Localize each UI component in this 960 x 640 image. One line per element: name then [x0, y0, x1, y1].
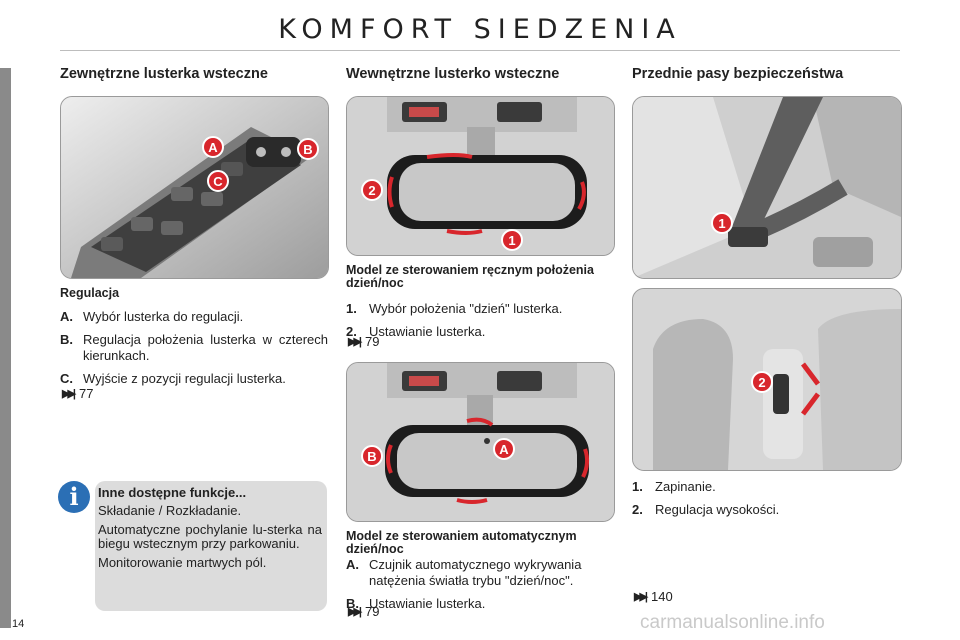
callout-1: 1	[711, 212, 733, 234]
svg-text:2: 2	[368, 183, 375, 198]
list-item: 2. Regulacja wysokości.	[632, 502, 780, 517]
svg-text:1: 1	[508, 233, 515, 248]
callout-b: B	[361, 445, 383, 467]
info-box: Inne dostępne funkcje... Składanie / Roz…	[95, 481, 327, 611]
list-item: B. Regulacja położenia lusterka w cztere…	[60, 332, 328, 363]
manual-mirror-list: 1. Wybór położenia "dzień" lusterka. 2. …	[346, 301, 616, 347]
manual-model-subheading: Model ze sterowaniem ręcznym położenia d…	[346, 263, 594, 290]
go-to-page-icon: ▶▶|	[62, 388, 76, 400]
exterior-mirrors-heading: Zewnętrzne lusterka wsteczne	[60, 66, 268, 82]
callout-c: C	[207, 170, 229, 192]
adjustment-subheading: Regulacja	[60, 286, 120, 300]
list-item: 1. Wybór położenia "dzień" lusterka.	[346, 301, 563, 316]
info-line: Składanie / Rozkładanie.	[98, 503, 242, 518]
auto-mirror-list: A. Czujnik automatycznego wykrywania nat…	[346, 557, 616, 619]
interior-mirror-heading: Wewnętrzne lusterko wsteczne	[346, 66, 560, 82]
interior-mirror-section: Wewnętrzne lusterko wsteczne	[346, 66, 616, 82]
auto-mirror-photo: B A	[346, 362, 615, 522]
go-to-page-icon: ▶▶|	[634, 591, 648, 603]
page-reference-link[interactable]: ▶▶| 79	[348, 334, 380, 349]
info-line: Automatyczne pochylanie lu-sterka na bie…	[98, 522, 322, 551]
seat-belts-section: Przednie pasy bezpieczeństwa	[632, 66, 902, 82]
go-to-page-icon: ▶▶|	[348, 336, 362, 348]
callout-2: 2	[361, 179, 383, 201]
list-item: A. Wybór lusterka do regulacji.	[60, 309, 244, 324]
info-icon: i	[58, 481, 90, 513]
svg-text:A: A	[499, 442, 509, 457]
callout-1: 1	[501, 229, 523, 251]
seat-belt-list: 1. Zapinanie. 2. Regulacja wysokości.	[632, 479, 902, 525]
exterior-mirror-controls-photo: A B C	[60, 96, 329, 279]
title-divider	[60, 50, 900, 51]
callout-b: B	[297, 138, 319, 160]
list-item: B. Ustawianie lusterka.	[346, 596, 486, 611]
list-item: 1. Zapinanie.	[632, 479, 716, 494]
page-reference-link[interactable]: ▶▶| 79	[348, 604, 380, 619]
seat-belt-height-photo: 2	[632, 288, 902, 471]
svg-text:C: C	[213, 174, 223, 189]
auto-model-subheading: Model ze sterowaniem automatycznym dzień…	[346, 529, 577, 556]
exterior-mirror-list: A. Wybór lusterka do regulacji. B. Regul…	[60, 309, 328, 394]
callout-a: A	[202, 136, 224, 158]
svg-text:B: B	[367, 449, 376, 464]
seat-belts-heading: Przednie pasy bezpieczeństwa	[632, 66, 844, 82]
list-item: C. Wyjście z pozycji regulacji lusterka.	[60, 371, 286, 386]
seat-belt-buckle-photo: 1	[632, 96, 902, 279]
exterior-mirrors-section: Zewnętrzne lusterka wsteczne	[60, 66, 328, 82]
watermark: carmanualsonline.info	[640, 612, 825, 633]
go-to-page-icon: ▶▶|	[348, 606, 362, 618]
svg-text:B: B	[303, 142, 312, 157]
svg-text:1: 1	[718, 216, 725, 231]
page-number: 14	[12, 618, 25, 630]
callout-2: 2	[751, 371, 773, 393]
svg-text:2: 2	[758, 375, 765, 390]
callout-a: A	[493, 438, 515, 460]
info-heading: Inne dostępne funkcje...	[98, 485, 247, 500]
list-item: 2. Ustawianie lusterka.	[346, 324, 486, 339]
page-side-bar	[0, 68, 11, 628]
list-item: A. Czujnik automatycznego wykrywania nat…	[346, 557, 582, 588]
page-title: KOMFORT SIEDZENIA	[278, 14, 682, 45]
info-line: Monitorowanie martwych pól.	[98, 555, 267, 570]
manual-mirror-photo: 2 1	[346, 96, 615, 256]
svg-text:A: A	[208, 140, 218, 155]
page-reference-link[interactable]: ▶▶| 77	[62, 386, 94, 401]
page-reference-link[interactable]: ▶▶| 140	[634, 589, 673, 604]
